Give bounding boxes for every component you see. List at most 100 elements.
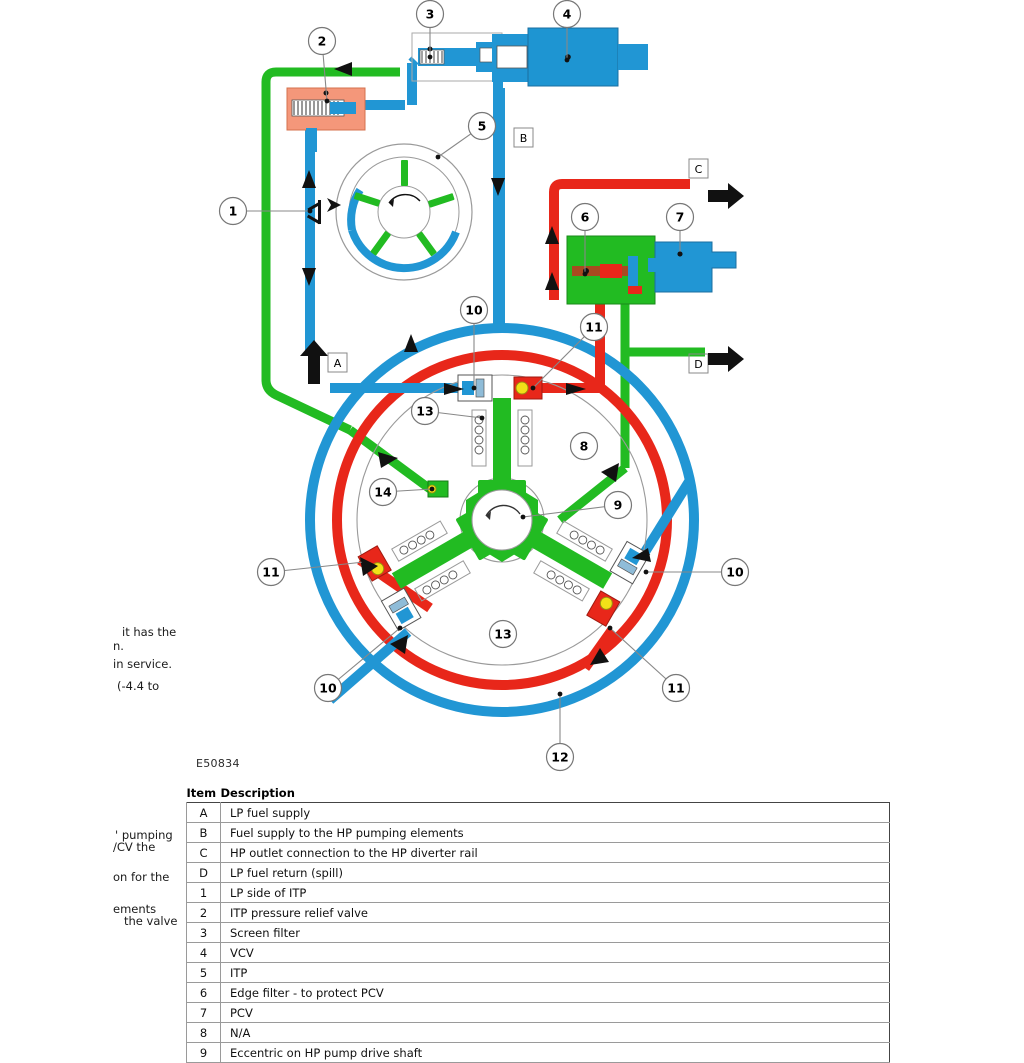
callout-bubble [218,196,248,226]
callout-anchor-dot [530,385,536,391]
callout-10: 10 [459,295,489,391]
flow-label-C-text: C [695,163,703,176]
margin-text-fragment: on for the [113,870,170,884]
callout-13: 13 [488,619,518,649]
callout-anchor-dot [361,559,367,565]
pump-green-rotor [391,398,613,589]
callout-7: 7 [665,202,695,257]
callout-number: 3 [426,7,435,22]
inlet-valve-10-right [609,540,651,585]
callout-number: 4 [563,7,572,22]
table-cell-description: Screen filter [220,922,890,943]
callout-bubble [415,0,445,29]
callout-13: 13 [410,396,485,426]
callout-number: 12 [551,750,568,765]
edge-filter-assembly [566,235,656,305]
table-cell-description: ITP pressure relief valve [220,902,890,923]
callout-number: 11 [585,320,602,335]
callout-bubble [569,431,599,461]
callout-number: 13 [416,404,433,419]
flow-label-C: C [688,158,744,209]
callout-bubble [488,619,518,649]
callout-number: 10 [726,565,744,580]
callout-bubble [410,396,440,426]
pump-cylinders [391,409,613,602]
table-cell-item: 8 [186,1022,221,1043]
table-cell-description: LP side of ITP [220,882,890,903]
table-cell-item: 6 [186,982,221,1003]
callout-leader-line [270,561,365,573]
table-cell-description: HP outlet connection to the HP diverter … [220,842,890,863]
callout-number: 6 [581,210,590,225]
callout-bubble [545,742,575,772]
callout-bubble [307,26,337,56]
callout-leader-line [532,326,595,389]
table-cell-description: Eccentric on HP pump drive shaft [220,1042,890,1063]
callout-number: 2 [318,34,327,49]
callout-number: 13 [494,627,511,642]
callout-5: 5 [435,111,497,160]
table-cell-item: B [186,822,221,843]
margin-text-fragment: /CV the [113,840,156,854]
green-spill-circuit [261,67,400,435]
callout-11: 11 [607,625,691,703]
table-cell-item: 5 [186,962,221,983]
callout-anchor-dot [564,57,570,63]
header-description: Description [220,786,295,800]
table-cell-description: LP fuel supply [220,802,890,823]
margin-text-fragment: the valve [124,914,178,928]
items-table-head: Item Description [187,786,890,803]
flow-arrow-heads [302,62,651,665]
callout-12: 12 [545,691,575,772]
callout-number: 14 [374,485,392,500]
table-cell-item: 2 [186,902,221,923]
callout-bubble [368,477,398,507]
itp-vane-pump [306,143,473,281]
callout-number: 11 [667,681,684,696]
callout-number: 10 [319,681,337,696]
callout-bubble [467,111,497,141]
callout-anchor-dot [397,625,403,631]
figure-id: E50834 [196,757,240,770]
table-cell-item: 9 [186,1042,221,1063]
margin-text-fragment: ements [113,902,157,916]
itp-pressure-relief-valve [286,87,366,152]
callout-bubble [720,557,750,587]
callout-anchor-dot [677,251,683,257]
callout-3: 3 [415,0,445,60]
callout-9: 9 [520,490,633,520]
margin-text-fragment: in service. [113,657,172,671]
table-cell-description: Fuel supply to the HP pumping elements [220,822,890,843]
callout-11: 11 [256,557,367,587]
callout-10: 10 [643,557,750,587]
callout-bubble [552,0,582,29]
table-cell-item: C [186,842,221,863]
callout-leader-line [327,627,401,689]
callout-bubble [603,490,633,520]
outlet-valve-11-top [513,376,543,400]
inlet-valve-10-top [457,374,493,402]
table-cell-item: D [186,862,221,883]
callout-number: 8 [580,439,589,454]
callout-2: 2 [307,26,337,104]
table-cell-item: 4 [186,942,221,963]
margin-text-fragment: ' pumping [115,828,173,842]
callout-anchor-dot [557,691,563,697]
table-cell-description: Edge filter - to protect PCV [220,982,890,1003]
callout-anchor-dot [607,625,613,631]
callout-bubble [579,312,609,342]
callout-bubble [661,673,691,703]
flow-label-B: B [513,127,534,148]
table-cell-description: N/A [220,1022,890,1043]
callout-8: 8 [569,431,599,461]
callout-number: 9 [614,498,623,513]
